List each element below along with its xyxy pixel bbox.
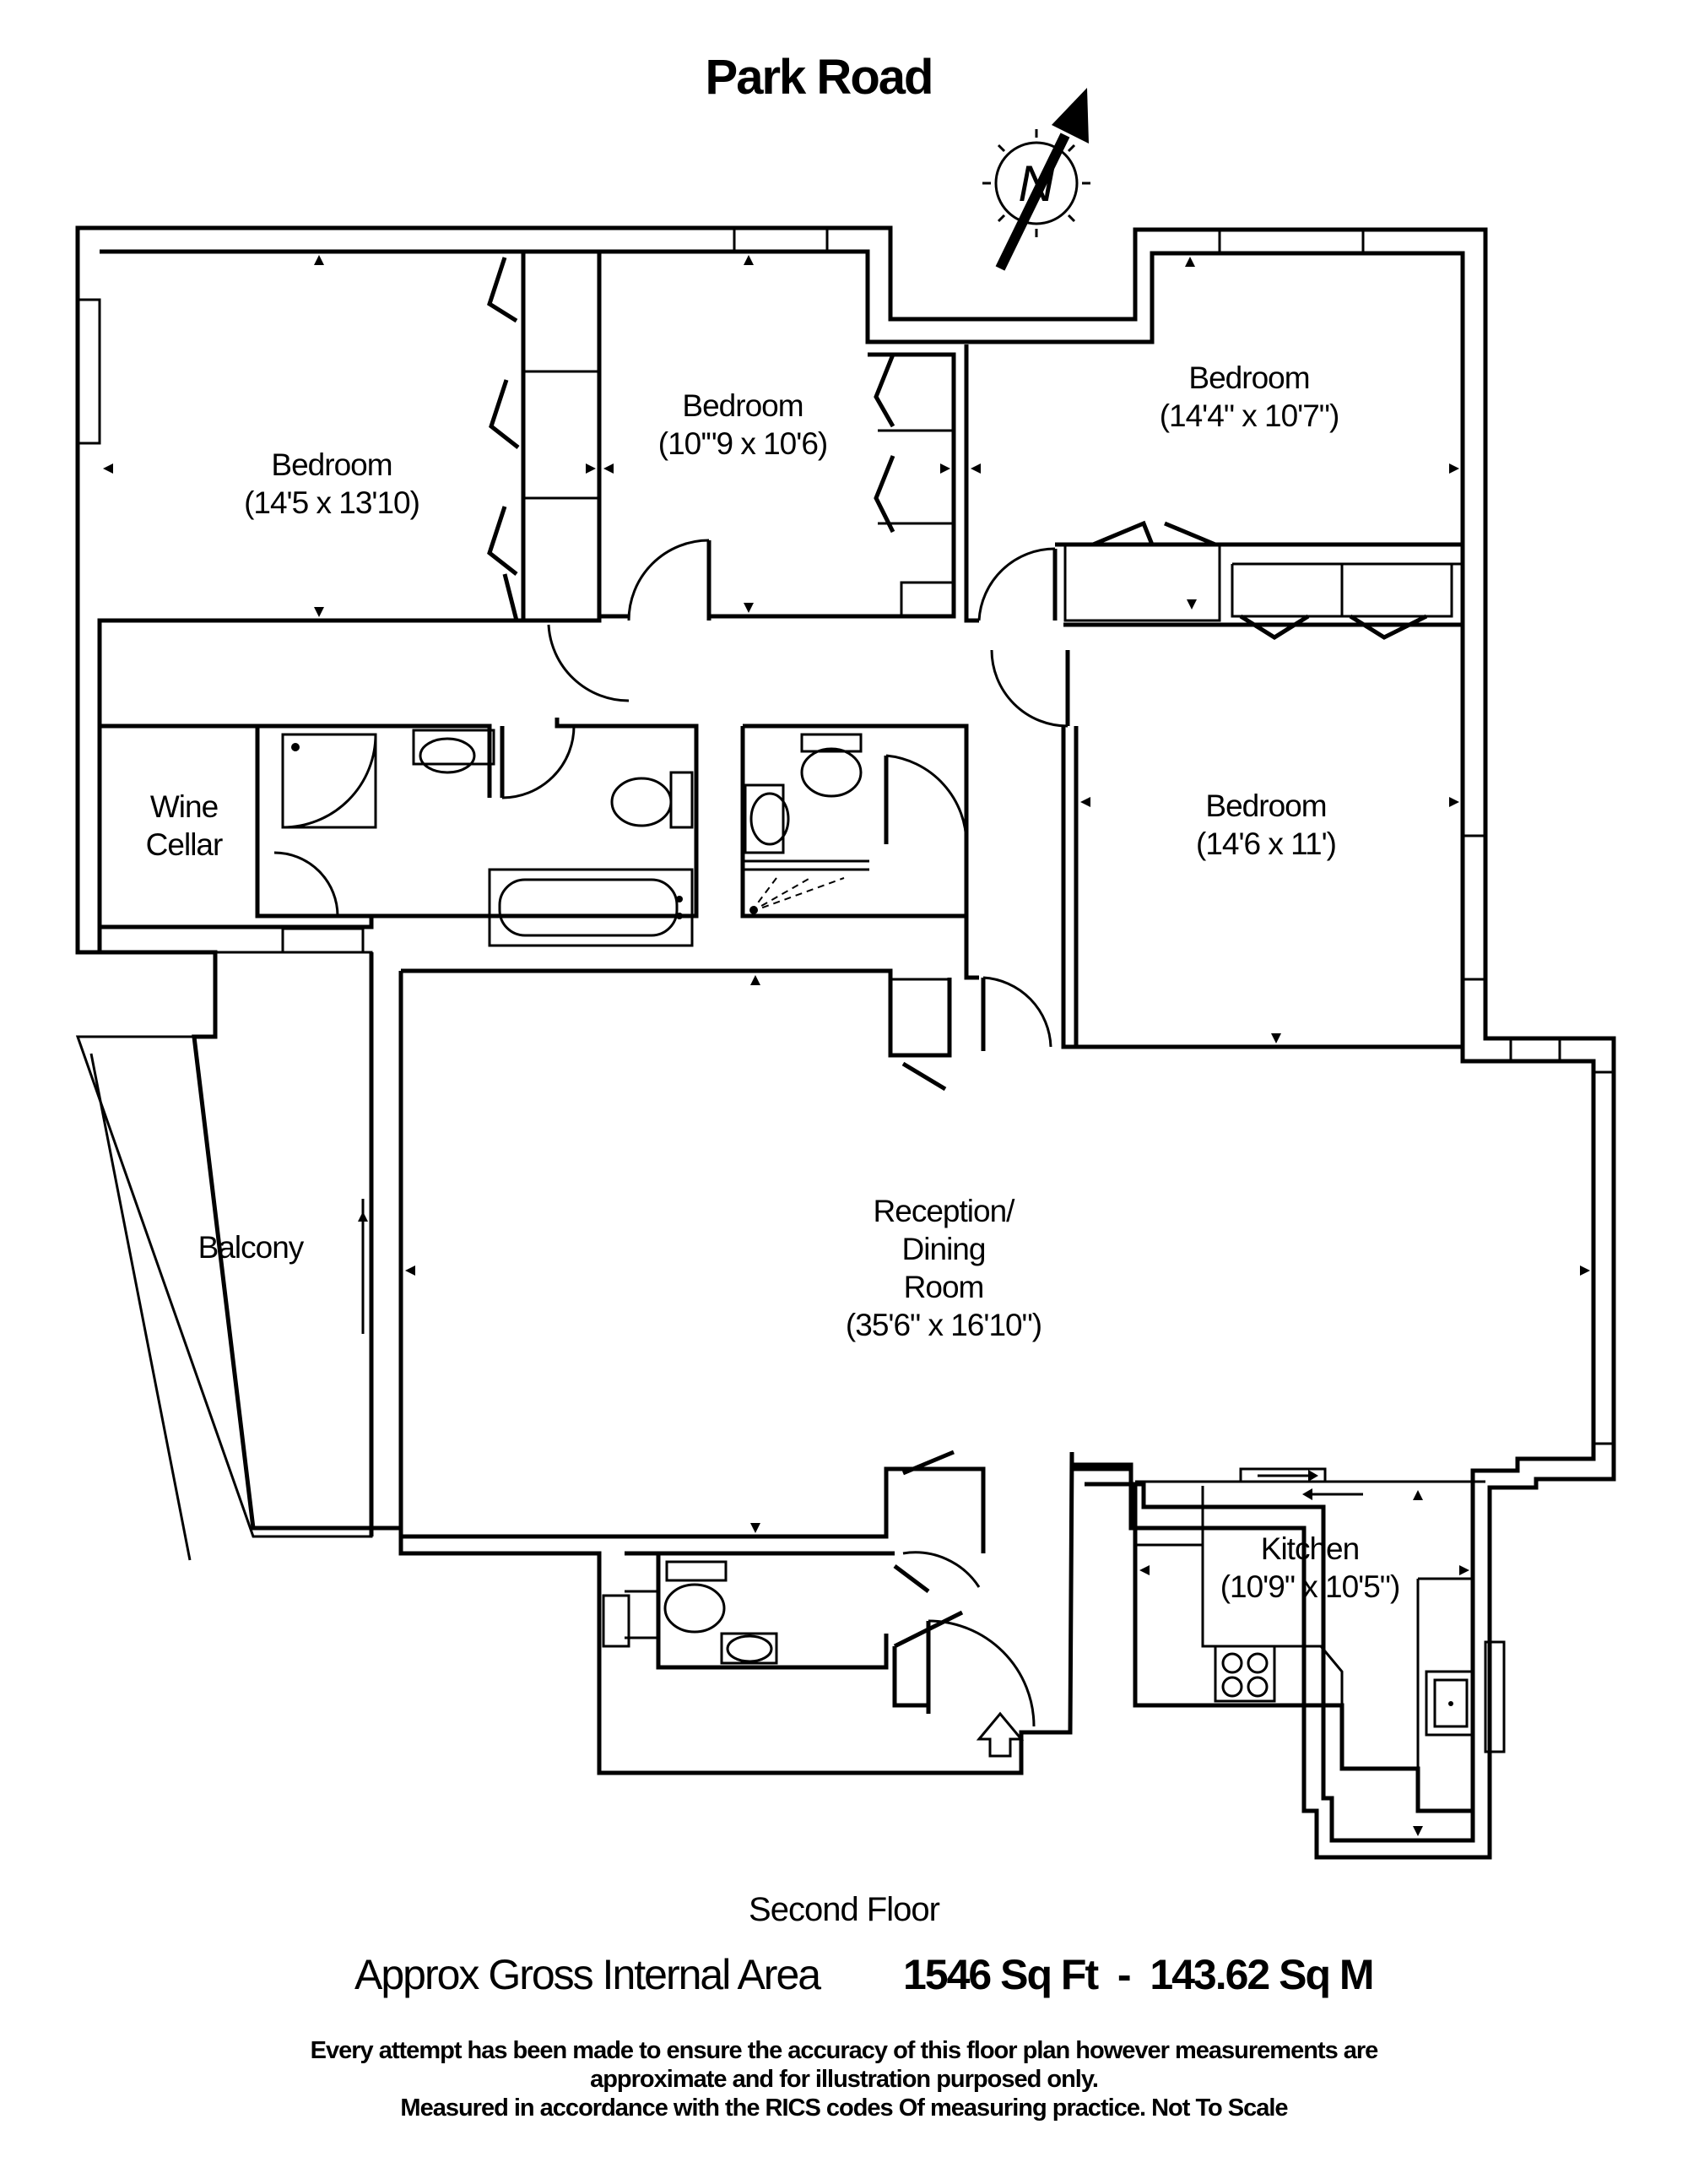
entrance-arrow-icon: [976, 1711, 1025, 1758]
area-summary: Approx Gross Internal Area 1546 Sq Ft - …: [338, 1950, 1384, 2009]
room-name-reception-line2: Dining: [902, 1232, 986, 1266]
interior-walls: [97, 252, 1485, 1813]
room-name-balcony: Balcony: [198, 1230, 305, 1265]
compass-label: N: [1018, 155, 1055, 212]
disclaimer: Every attempt has been made to ensure th…: [253, 2036, 1435, 2122]
room-name-kitchen: Kitchen: [1261, 1531, 1359, 1566]
room-name-bedroom-2: Bedroom: [682, 388, 803, 423]
kitchen-fixtures: [1214, 1470, 1474, 1737]
room-name-bedroom-1: Bedroom: [271, 447, 392, 482]
room-size-reception: (35'6" x 16'10"): [846, 1308, 1041, 1342]
room-name-bedroom-4: Bedroom: [1205, 789, 1326, 823]
room-name-bedroom-3: Bedroom: [1188, 360, 1309, 395]
windows: [76, 226, 1615, 1753]
room-name-reception-line3: Room: [904, 1270, 984, 1304]
room-name-wine-cellar-line2: Cellar: [146, 827, 223, 862]
room-name-reception: Reception/: [874, 1194, 1016, 1228]
room-size-bedroom-2: (10'"9 x 10'6): [658, 426, 827, 461]
room-size-bedroom-1: (14'5 x 13'10): [244, 485, 419, 520]
bathroom-fixtures: [281, 729, 863, 1665]
disclaimer-line: Every attempt has been made to ensure th…: [310, 2037, 1379, 2064]
disclaimer-line: approximate and for illustration purpose…: [590, 2066, 1099, 2093]
measurement-ticks: [103, 255, 1590, 1836]
room-size-bedroom-4: (14'6 x 11'): [1196, 826, 1336, 861]
room-size-bedroom-3: (14'4" x 10'7"): [1160, 398, 1339, 433]
room-size-kitchen: (10'9" x 10'5"): [1220, 1569, 1400, 1604]
area-label: Approx Gross Internal Area: [354, 1951, 821, 1998]
room-name-wine-cellar: Wine: [150, 789, 218, 824]
balcony-outline: [75, 951, 403, 1561]
room-labels: Bedroom (14'5 x 13'10) Bedroom (10'"9 x …: [146, 360, 1401, 1604]
doors: [273, 257, 1428, 1727]
floor-name: Second Floor: [749, 1891, 940, 1928]
north-arrow-icon: N: [982, 88, 1090, 271]
area-value: 1546 Sq Ft - 143.62 Sq M: [903, 1951, 1375, 1998]
disclaimer-line: Measured in accordance with the RICS cod…: [400, 2095, 1288, 2122]
street-name: Park Road: [705, 50, 934, 105]
